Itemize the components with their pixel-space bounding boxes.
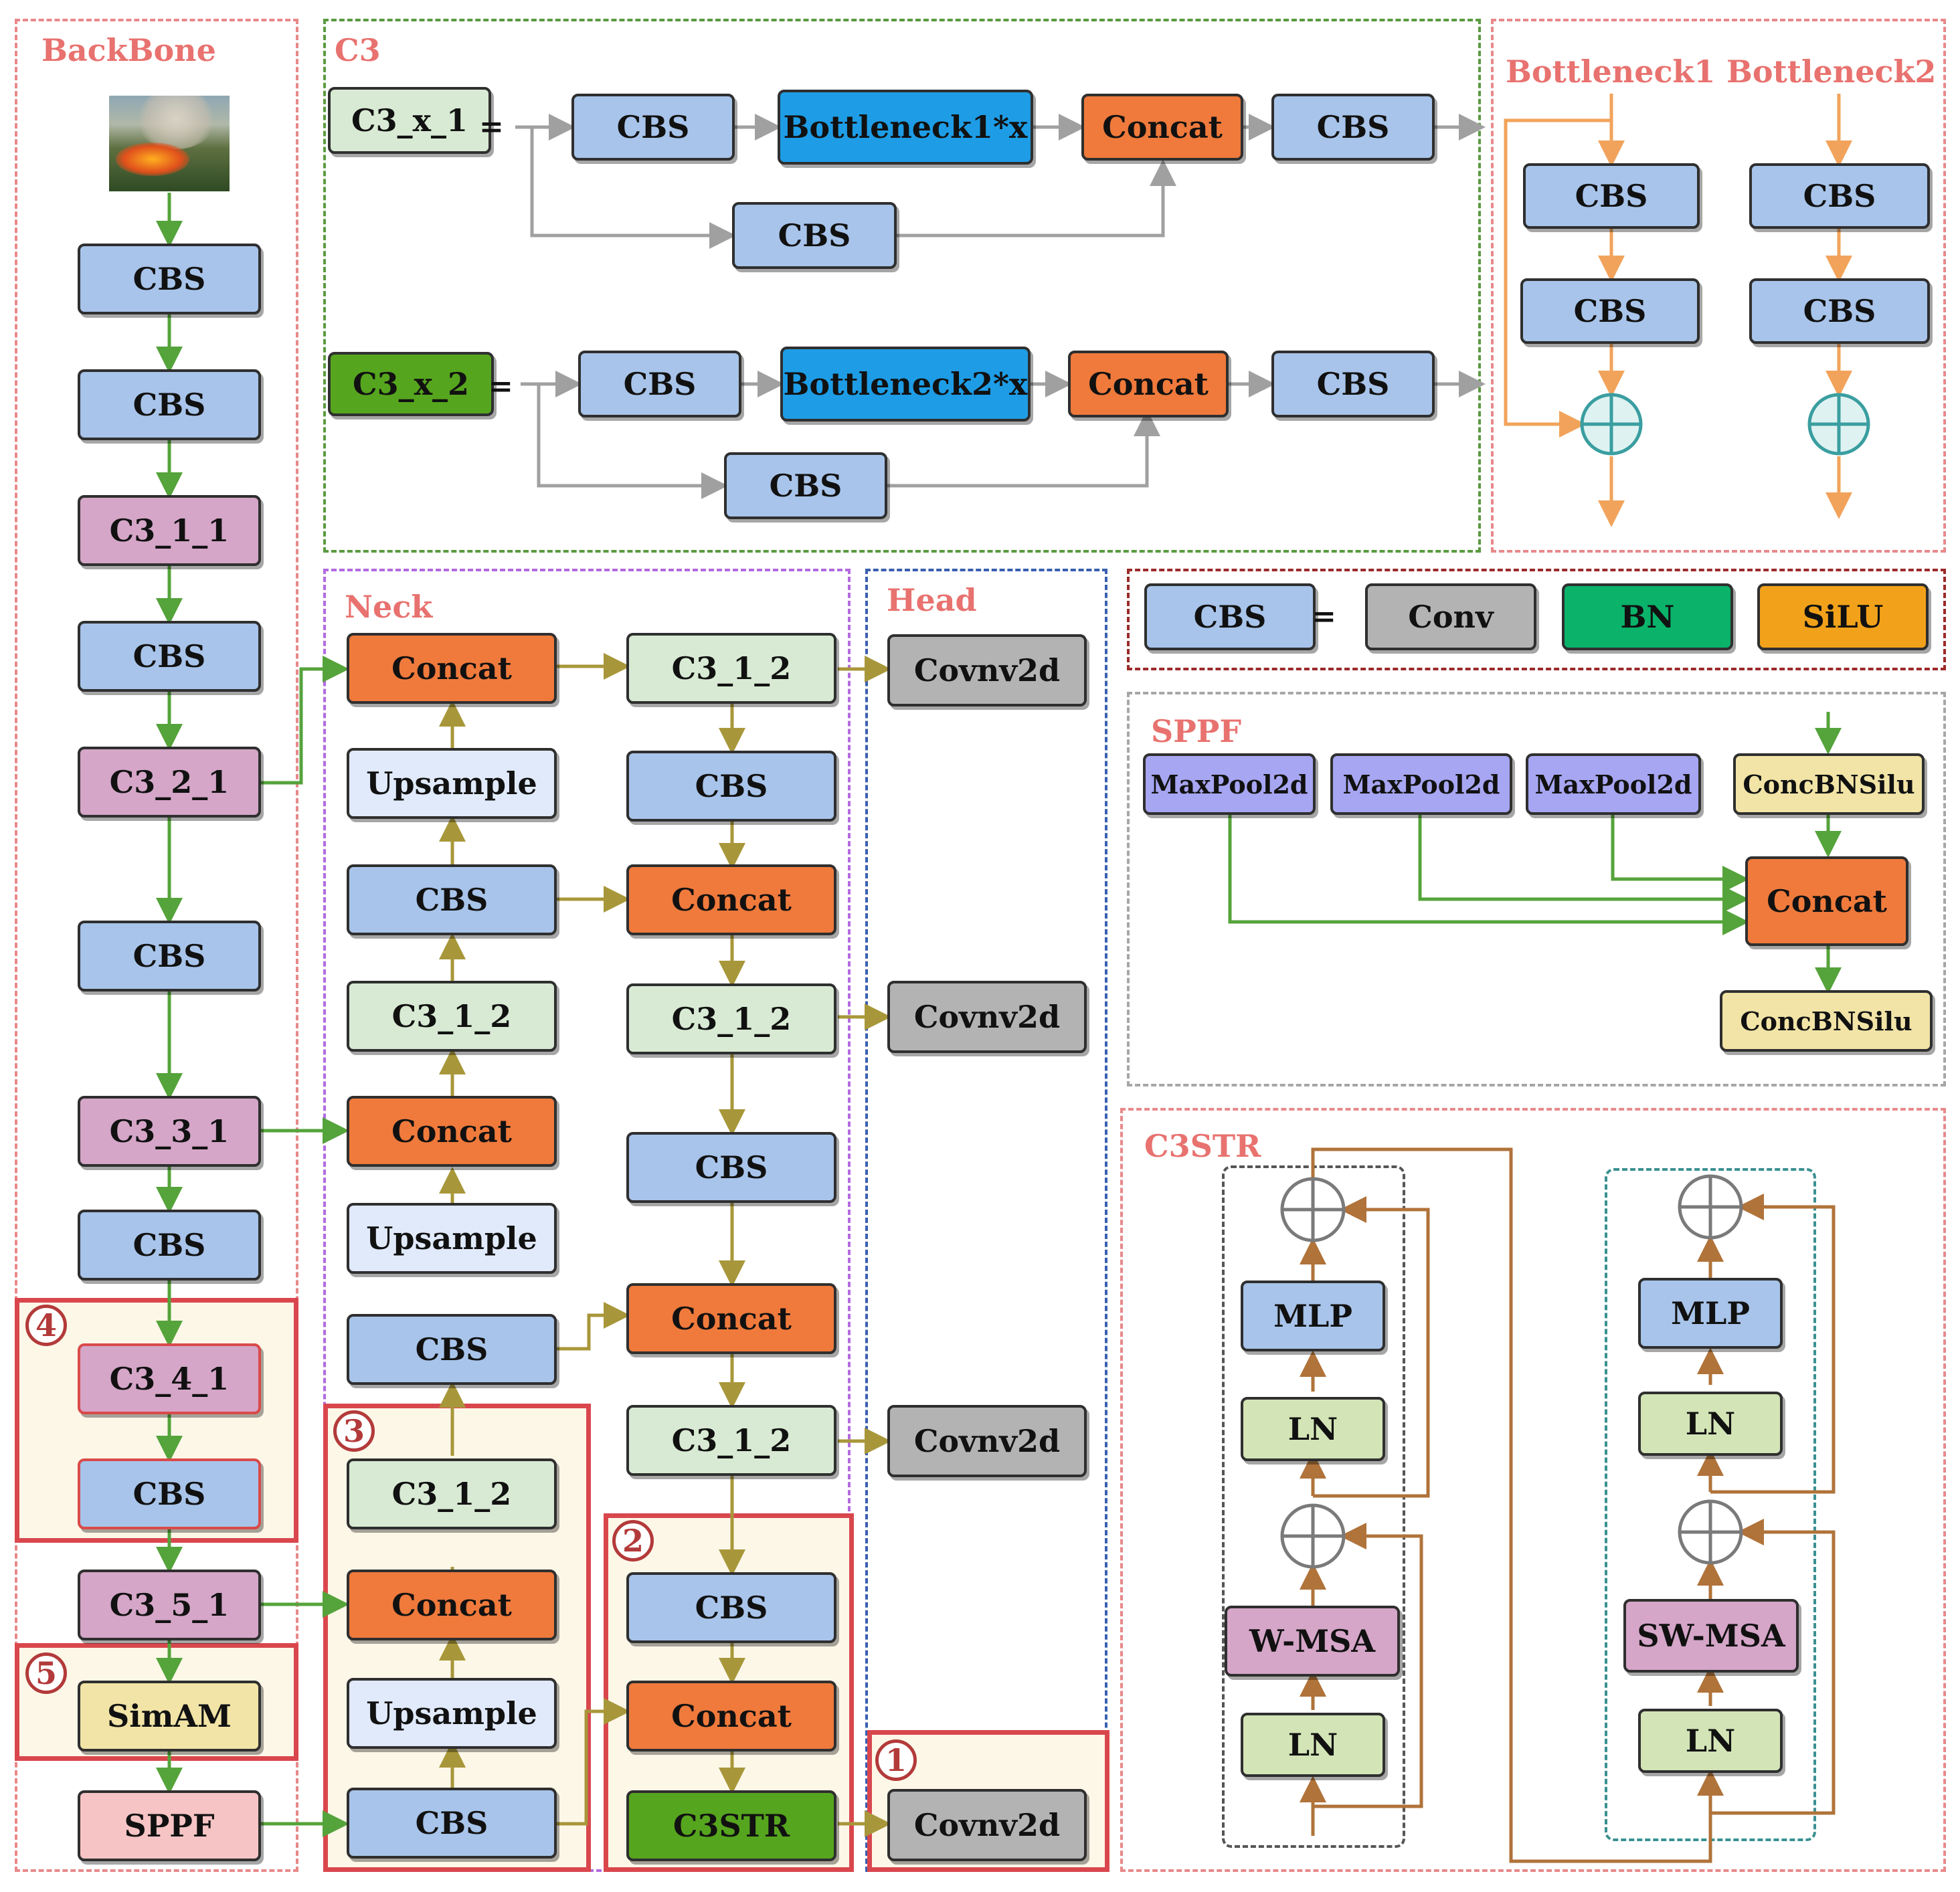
neck-upsample-3: Upsample: [347, 1678, 557, 1749]
neck-concat-2: Concat: [347, 1096, 557, 1167]
head-conv2d-1: Covnv2d: [887, 634, 1087, 706]
cbs-definition-section: [1127, 569, 1946, 670]
neck-right-c3-1-2-c: C3_1_2: [626, 1405, 836, 1476]
neck-c3-1-2-b: C3_1_2: [347, 1458, 557, 1529]
def-bn: BN: [1562, 583, 1733, 650]
c3-row2-cbs-a: CBS: [578, 351, 741, 417]
def-cbs: CBS: [1144, 583, 1316, 650]
badge-4: 4: [25, 1305, 67, 1346]
badge-5: 5: [25, 1652, 67, 1694]
c3str-left-ln-bottom: LN: [1241, 1713, 1385, 1777]
backbone-cbs-6: CBS: [78, 1458, 261, 1529]
c3-row2-cbs-b: CBS: [1271, 351, 1435, 417]
neck-right-c3-1-2-b: C3_1_2: [626, 983, 836, 1054]
backbone-cbs-2: CBS: [78, 369, 261, 440]
neck-right-cbs-1: CBS: [626, 751, 836, 822]
backbone-c3-4-1: C3_4_1: [78, 1343, 261, 1414]
c3-x-2-label: C3_x_2: [328, 352, 494, 416]
neck-right-cbs-3: CBS: [626, 1572, 836, 1643]
backbone-c3-1-1: C3_1_1: [78, 495, 261, 566]
bottleneck1-cbs-1: CBS: [1523, 163, 1700, 229]
bottleneck2-title: Bottleneck2: [1726, 54, 1937, 90]
backbone-cbs-1: CBS: [78, 244, 261, 314]
neck-upsample-1: Upsample: [347, 748, 557, 819]
neck-concat-1: Concat: [347, 633, 557, 704]
sppf-conc-bn-silu-bottom: ConcBNSilu: [1720, 990, 1933, 1052]
backbone-simam: SimAM: [78, 1681, 261, 1752]
neck-cbs-3: CBS: [347, 1788, 557, 1859]
c3str-w-msa: W-MSA: [1225, 1606, 1400, 1677]
neck-right-concat-1: Concat: [626, 864, 836, 935]
def-conv: Conv: [1365, 583, 1536, 650]
c3-row1-cbs-a: CBS: [571, 94, 735, 161]
backbone-title: BackBone: [41, 32, 216, 68]
head-conv2d-2: Covnv2d: [887, 981, 1087, 1053]
c3-x-2-equals: =: [488, 369, 513, 403]
c3-x-1-label: C3_x_1: [328, 87, 491, 154]
c3-row1-concat: Concat: [1081, 94, 1243, 161]
c3-title: C3: [335, 32, 381, 68]
bottleneck1-cbs-2: CBS: [1520, 278, 1700, 344]
c3str-right-mlp: MLP: [1638, 1278, 1783, 1349]
c3-row1-cbs-skip: CBS: [732, 202, 897, 269]
sppf-conc-bn-silu-top: ConcBNSilu: [1733, 753, 1925, 815]
c3-row1-cbs-b: CBS: [1271, 94, 1435, 161]
sppf-concat: Concat: [1745, 856, 1908, 946]
neck-upsample-2: Upsample: [347, 1203, 557, 1274]
backbone-c3-5-1: C3_5_1: [78, 1570, 261, 1640]
badge-2: 2: [612, 1520, 654, 1562]
c3-section: [323, 19, 1481, 553]
backbone-sppf: SPPF: [78, 1790, 261, 1861]
badge-3: 3: [333, 1410, 375, 1452]
head-conv2d-4: Covnv2d: [887, 1789, 1087, 1861]
neck-cbs-2: CBS: [347, 1314, 557, 1385]
neck-right-concat-3: Concat: [626, 1681, 836, 1752]
neck-right-c3-1-2-a: C3_1_2: [626, 633, 836, 704]
c3str-section: [1120, 1108, 1946, 1872]
backbone-cbs-5: CBS: [78, 1210, 261, 1281]
neck-c3str: C3STR: [626, 1790, 836, 1861]
bottleneck2-cbs-1: CBS: [1749, 163, 1930, 229]
def-silu: SiLU: [1757, 583, 1929, 650]
neck-concat-3: Concat: [347, 1570, 557, 1640]
sppf-maxpool-1: MaxPool2d: [1143, 753, 1316, 815]
neck-right-cbs-2: CBS: [626, 1132, 836, 1203]
c3str-left-ln-top: LN: [1241, 1397, 1385, 1461]
sppf-section: [1127, 692, 1946, 1086]
sppf-maxpool-3: MaxPool2d: [1526, 753, 1701, 815]
c3str-sw-msa: SW-MSA: [1623, 1599, 1799, 1673]
c3-row2-bottleneck: Bottleneck2*x: [780, 347, 1031, 421]
input-fire-image: [109, 96, 230, 191]
backbone-c3-2-1: C3_2_1: [78, 747, 261, 818]
bottleneck2-cbs-2: CBS: [1749, 278, 1930, 344]
badge-1: 1: [875, 1739, 917, 1781]
backbone-cbs-3: CBS: [78, 621, 261, 692]
def-equals: =: [1312, 599, 1336, 634]
c3str-right-ln-bottom: LN: [1638, 1709, 1783, 1773]
sppf-maxpool-2: MaxPool2d: [1330, 753, 1512, 815]
c3-row2-concat: Concat: [1068, 351, 1229, 417]
bottleneck-section: [1491, 19, 1946, 553]
neck-right-concat-2: Concat: [626, 1283, 836, 1354]
neck-cbs-1: CBS: [347, 864, 557, 935]
c3-row1-bottleneck: Bottleneck1*x: [778, 90, 1033, 165]
neck-c3-1-2-a: C3_1_2: [347, 981, 557, 1052]
head-title: Head: [887, 582, 977, 618]
backbone-section: [15, 19, 298, 1872]
c3-row2-cbs-skip: CBS: [724, 452, 887, 519]
bottleneck1-title: Bottleneck1: [1506, 54, 1716, 90]
head-conv2d-3: Covnv2d: [887, 1405, 1087, 1477]
backbone-cbs-4: CBS: [78, 921, 261, 991]
neck-title: Neck: [345, 589, 433, 625]
backbone-c3-3-1: C3_3_1: [78, 1096, 261, 1167]
c3str-left-mlp: MLP: [1241, 1281, 1385, 1351]
c3-x-1-equals: =: [479, 110, 504, 144]
c3str-title: C3STR: [1144, 1128, 1261, 1164]
c3str-right-ln-top: LN: [1638, 1392, 1783, 1456]
sppf-title: SPPF: [1151, 713, 1242, 749]
